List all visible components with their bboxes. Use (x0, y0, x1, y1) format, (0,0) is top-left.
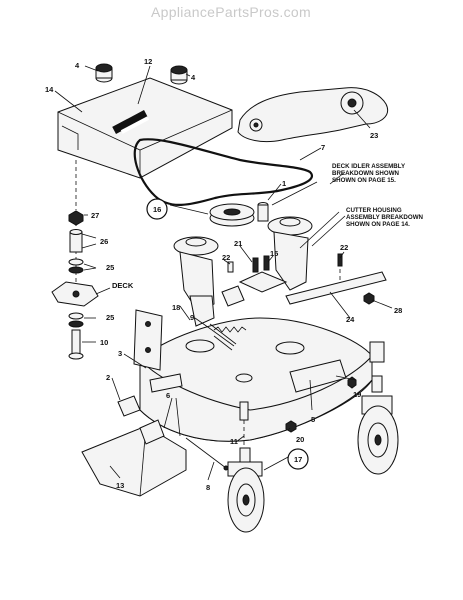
label-12: 12 (144, 57, 152, 66)
deck-idler-note: DECK IDLER ASSEMBLY BREAKDOWN SHOWN SHOW… (332, 163, 406, 184)
knob-left (95, 63, 113, 83)
spacer-26 (69, 229, 83, 253)
label-6: 6 (166, 391, 170, 400)
blade (285, 253, 387, 305)
callout-circle-16 (146, 198, 168, 220)
spring (213, 326, 247, 333)
label-17: 17 (294, 455, 302, 464)
label-9: 9 (190, 313, 194, 322)
housing-callout-pointer (311, 215, 346, 247)
label-19: 19 (353, 390, 361, 399)
svg-text:ASSEMBLY BREAKDOWN: ASSEMBLY BREAKDOWN (346, 214, 424, 221)
label-2: 2 (106, 373, 110, 382)
label-24: 24 (346, 315, 355, 324)
bolt-10 (68, 329, 84, 360)
svg-text:SHOWN ON PAGE 14.: SHOWN ON PAGE 14. (346, 221, 410, 228)
washers-25-top (68, 258, 84, 274)
deck-label: DECK (112, 281, 134, 290)
label-3: 3 (118, 349, 122, 358)
caster-wheel-right (357, 341, 399, 475)
label-23: 23 (370, 131, 378, 140)
label-25b: 25 (106, 313, 114, 322)
label-15: 15 (270, 249, 278, 258)
label-25a: 25 (106, 263, 114, 272)
label-22b: 22 (340, 243, 348, 252)
label-14: 14 (45, 85, 54, 94)
caster-wheel-left (227, 447, 265, 533)
mower-deck (133, 309, 373, 442)
label-13: 13 (116, 481, 124, 490)
discharge-chute (81, 419, 187, 497)
nut-27 (68, 210, 84, 226)
label-26: 26 (100, 237, 108, 246)
drive-belt (133, 138, 313, 206)
label-28: 28 (394, 306, 402, 315)
center-hardware (221, 255, 288, 307)
watermark: AppliancePartsPros.com (151, 4, 311, 20)
deck-bracket (51, 281, 99, 307)
label-10: 10 (100, 338, 108, 347)
label-16: 16 (153, 205, 161, 214)
cutter-housing-right (267, 216, 313, 291)
deck-cover (57, 77, 233, 179)
label-27: 27 (91, 211, 99, 220)
label-18: 18 (172, 303, 180, 312)
label-4a: 4 (75, 61, 80, 70)
label-4b: 4 (191, 73, 196, 82)
part-number-labels: 4 4 12 14 23 7 1 16 27 26 25 25 10 21 15… (45, 57, 402, 492)
spindle-plate (237, 87, 388, 143)
label-7: 7 (321, 143, 325, 152)
knob-right (170, 65, 188, 85)
cutter-housing-note: CUTTER HOUSING ASSEMBLY BREAKDOWN SHOWN … (346, 207, 424, 228)
cutter-housing-left (173, 236, 219, 327)
callout-circle-17 (287, 448, 309, 470)
label-8: 8 (206, 483, 210, 492)
svg-text:BREAKDOWN SHOWN: BREAKDOWN SHOWN (332, 170, 400, 177)
idler-pulley (209, 202, 269, 227)
rod (185, 437, 227, 469)
bracket-2 (117, 395, 141, 417)
svg-text:SHOWN ON PAGE 15.: SHOWN ON PAGE 15. (332, 177, 396, 184)
label-22a: 22 (222, 253, 230, 262)
washers-25-bottom (68, 312, 84, 328)
label-1: 1 (282, 179, 286, 188)
svg-text:CUTTER HOUSING: CUTTER HOUSING (346, 207, 402, 214)
leader-lines (54, 65, 393, 481)
label-11: 11 (230, 437, 238, 446)
svg-text:DECK IDLER ASSEMBLY: DECK IDLER ASSEMBLY (332, 163, 406, 170)
label-5: 5 (311, 415, 315, 424)
label-20: 20 (296, 435, 304, 444)
idler-callout-pointer (329, 171, 346, 185)
label-21: 21 (234, 239, 242, 248)
